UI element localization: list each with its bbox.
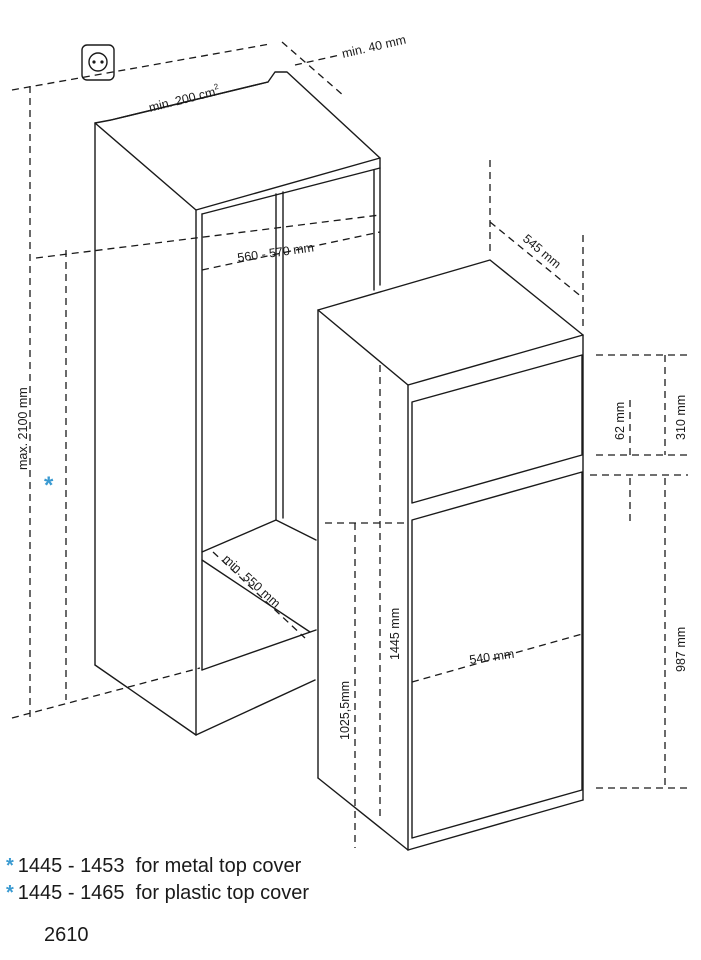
dimension-labels: min. 40 mm min. 200 cm2 560 - 570 mm max…: [16, 33, 688, 740]
label-min-40: min. 40 mm: [341, 33, 408, 61]
model-code: 2610: [44, 924, 89, 946]
footnote-plastic: *1445 - 1465 for plastic top cover: [6, 880, 309, 907]
asterisk-marker: *: [44, 472, 54, 499]
appliance-dimension-lines: [325, 160, 688, 848]
footnote-text: 1445 - 1465 for plastic top cover: [17, 882, 310, 904]
label-bottom-section: 987 mm: [674, 627, 688, 672]
power-socket-icon: [81, 44, 115, 81]
label-top-section: 310 mm: [674, 395, 688, 440]
niche-dimension-lines: [11, 41, 381, 719]
refrigerator: [317, 259, 584, 851]
footnote-metal: *1445 - 1453 for metal top cover: [6, 853, 309, 880]
footnote-marker: *: [6, 855, 14, 877]
footnotes: *1445 - 1453 for metal top cover *1445 -…: [6, 853, 309, 907]
label-fridge-door-height: 1025,5mm: [338, 681, 352, 740]
label-niche-height: max. 2100 mm: [16, 387, 30, 470]
label-niche-depth: min. 550 mm: [220, 552, 283, 611]
footnote-marker: *: [6, 882, 14, 904]
footnote-text: 1445 - 1453 for metal top cover: [17, 855, 302, 877]
label-min-200: min. 200 cm2: [147, 82, 222, 115]
label-appliance-width: 540 mm: [468, 647, 515, 667]
cabinet-niche: [94, 71, 381, 736]
label-appliance-depth: 545 mm: [520, 232, 564, 272]
label-appliance-height: 1445 mm: [388, 608, 402, 660]
label-top-gap: 62 mm: [613, 402, 627, 440]
